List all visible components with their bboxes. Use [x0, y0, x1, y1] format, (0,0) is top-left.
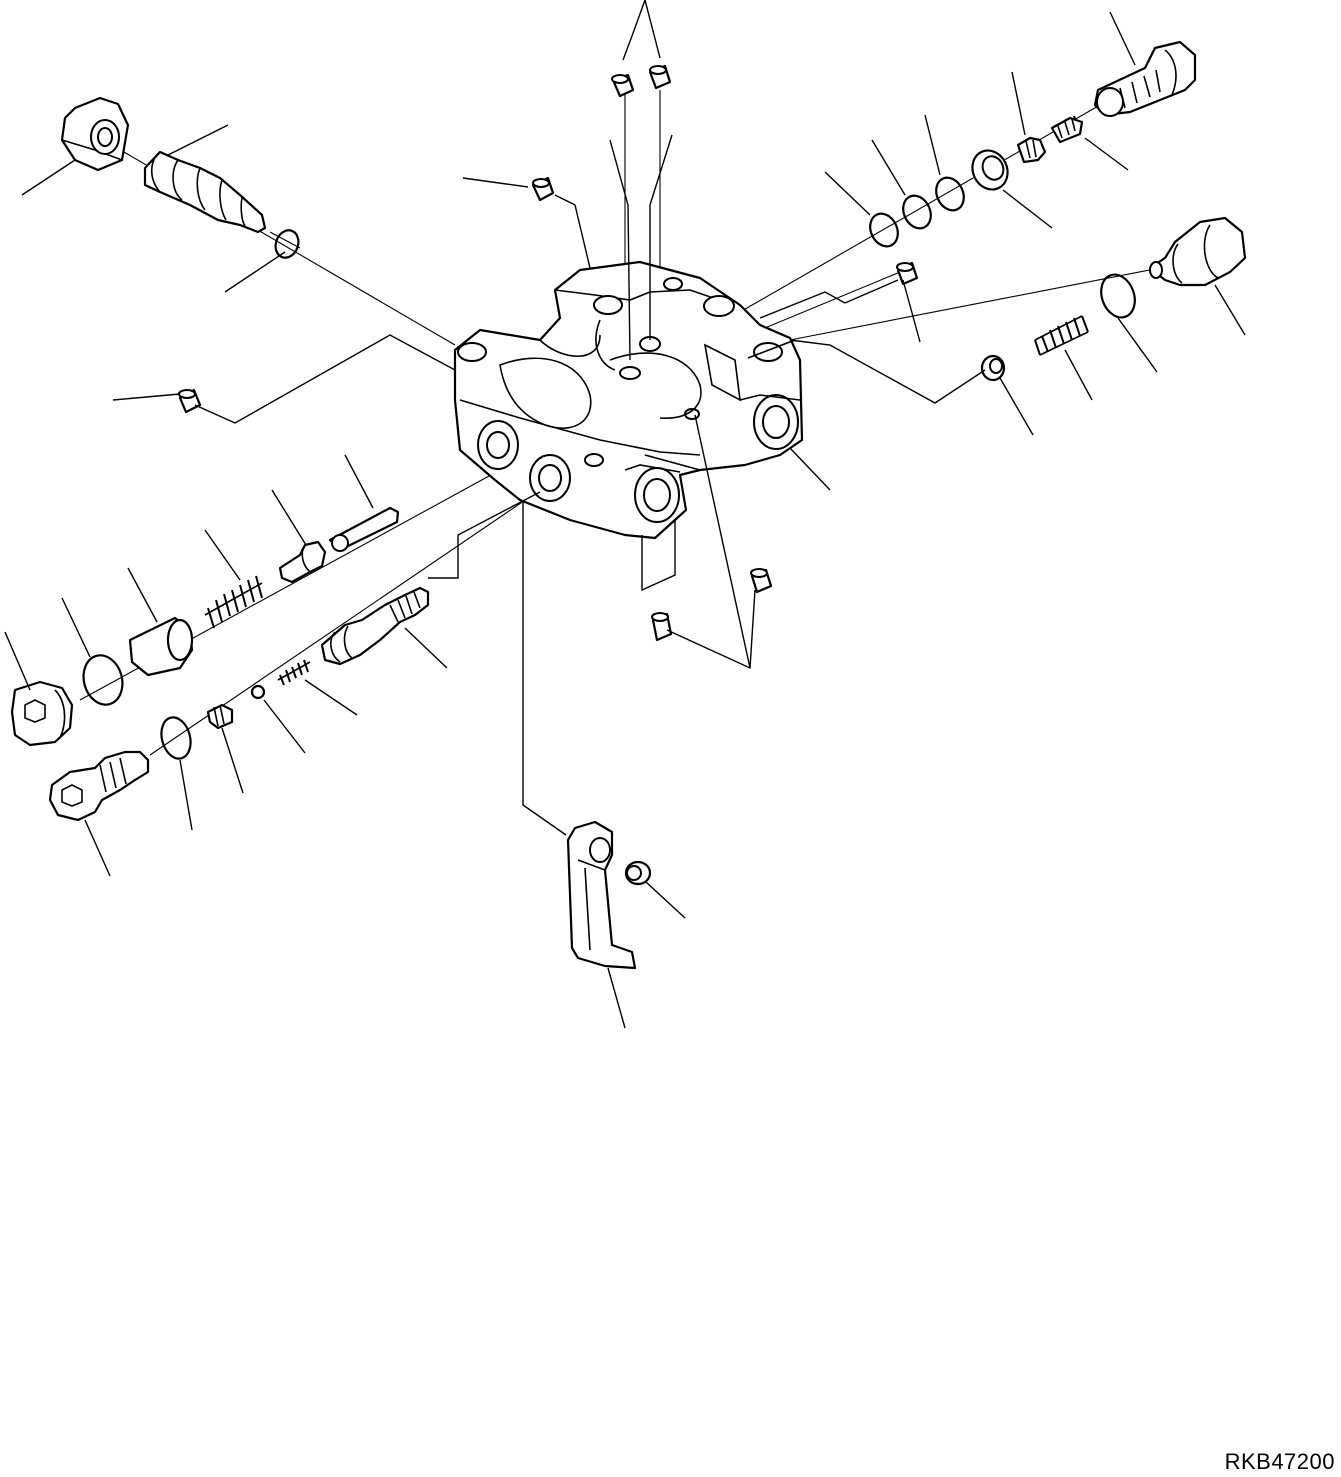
plug-lower-center: [651, 612, 673, 642]
assembly-axes: [79, 90, 1161, 756]
spring-small-lower: [277, 659, 311, 686]
poppet-flanged: [278, 540, 327, 584]
cap-right: [1148, 216, 1247, 287]
plug-upper-center: [531, 176, 555, 202]
stepped-shaft: [143, 150, 267, 234]
piston-pin: [328, 506, 400, 552]
o-ring-lower-left: [82, 654, 124, 706]
adjust-plug-top-right: [1093, 40, 1197, 117]
lever: [566, 820, 637, 970]
o-ring-top-left: [274, 229, 300, 259]
ball: [250, 684, 266, 700]
valve-body: [453, 260, 804, 540]
plug-left: [178, 388, 202, 414]
poppet-small-lower: [206, 703, 234, 730]
check-spool: [320, 586, 430, 666]
spring-right: [1034, 315, 1089, 356]
o-ring-right: [1100, 273, 1136, 319]
plug-lower-right: [750, 568, 773, 594]
o-rings-top-right: [869, 176, 965, 248]
seat-ring: [971, 149, 1009, 191]
hex-plug-lower: [48, 750, 150, 822]
figure-reference-code: RKB47200: [1224, 1449, 1335, 1474]
poppet-small: [1016, 136, 1047, 164]
plug-small-right: [980, 354, 1006, 382]
sleeve: [128, 616, 194, 677]
leader-lines: [4, 0, 1246, 1029]
hex-plug-upper: [10, 680, 74, 747]
plug-top-pair: [611, 64, 672, 98]
o-ring-lower: [160, 716, 192, 760]
bushing: [624, 860, 652, 886]
plug-right: [896, 261, 919, 286]
spring-left: [204, 575, 263, 629]
spring-small-top: [1050, 115, 1084, 144]
nut: [60, 96, 130, 172]
